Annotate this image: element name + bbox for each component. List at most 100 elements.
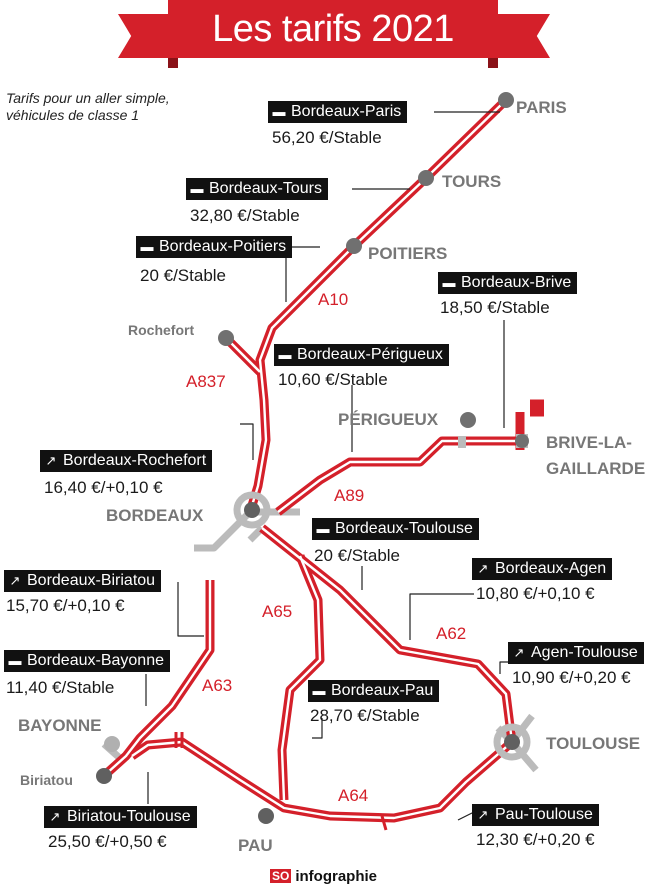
footer-text: infographie xyxy=(295,868,378,885)
city-label-biriatou: Biriatou xyxy=(20,772,73,788)
toulouse-marker xyxy=(504,734,520,750)
city-label-brive: BRIVE-LA-GAILLARDE xyxy=(546,433,646,478)
road-label-a65: A65 xyxy=(262,602,293,621)
city-label-bordeaux: BORDEAUX xyxy=(106,506,204,525)
highway-inner-lines xyxy=(105,99,522,820)
tariff-route: Bordeaux-Périgueux xyxy=(297,346,443,363)
city-label-perigueux: PÉRIGUEUX xyxy=(338,410,439,429)
biriatou-marker xyxy=(96,768,112,784)
bordeaux-ring xyxy=(233,491,271,529)
ribbon-fold-right xyxy=(488,58,498,68)
paris-marker xyxy=(498,92,514,108)
rising-arrow-icon: ↗ xyxy=(477,807,489,822)
tariff-tag-bordeaux-toulouse: ▬ Bordeaux-Toulouse xyxy=(312,518,479,540)
tariff-tag-agen-toulouse: ↗ Agen-Toulouse xyxy=(508,642,644,664)
road-label-a64: A64 xyxy=(338,786,369,805)
stable-icon: ▬ xyxy=(140,239,154,254)
city-label-pau: PAU xyxy=(238,836,273,855)
tariff-route: Agen-Toulouse xyxy=(531,644,638,661)
city-label-toulouse: TOULOUSE xyxy=(546,734,641,753)
rising-arrow-icon: ↗ xyxy=(45,453,57,468)
city-label-paris: PARIS xyxy=(516,98,567,117)
city-label-rochefort: Rochefort xyxy=(128,322,195,338)
tariff-tag-bordeaux-agen: ↗ Bordeaux-Agen xyxy=(472,558,613,580)
tariff-route: Bordeaux-Toulouse xyxy=(335,520,473,537)
tariff-route: Bordeaux-Brive xyxy=(461,274,572,291)
tariff-price-bordeaux-toulouse: 20 €/Stable xyxy=(314,546,401,565)
tariff-tag-pau-toulouse: ↗ Pau-Toulouse xyxy=(472,804,599,826)
toulouse-ring xyxy=(493,723,531,761)
tariff-route: Bordeaux-Pau xyxy=(331,682,434,699)
tariff-price-bordeaux-paris: 56,20 €/Stable xyxy=(272,128,382,147)
ribbon-fold-left xyxy=(168,58,178,68)
sud-ouest-logo: SO xyxy=(270,869,292,883)
bordeaux-marker xyxy=(244,502,260,518)
stable-icon: ▬ xyxy=(312,683,326,698)
tariff-price-biriatou-toulouse: 25,50 €/+0,50 € xyxy=(48,832,167,851)
stable-icon: ▬ xyxy=(278,347,292,362)
tariff-tag-bordeaux-bayonne: ▬ Bordeaux-Bayonne xyxy=(4,650,170,672)
road-label-a63: A63 xyxy=(202,676,233,695)
tariff-price-bordeaux-tours: 32,80 €/Stable xyxy=(190,206,300,225)
tariff-price-bordeaux-agen: 10,80 €/+0,10 € xyxy=(476,584,595,603)
tariff-price-bordeaux-pau: 28,70 €/Stable xyxy=(310,706,420,725)
poitiers-marker xyxy=(346,238,362,254)
road-label-a89: A89 xyxy=(334,486,365,505)
tariff-tag-bordeaux-tours: ▬ Bordeaux-Tours xyxy=(186,178,328,200)
leader-lines xyxy=(145,111,508,821)
rising-arrow-icon: ↗ xyxy=(477,561,489,576)
rising-arrow-icon: ↗ xyxy=(9,573,21,588)
road-label-a10: A10 xyxy=(318,290,349,309)
pau-marker xyxy=(258,808,274,824)
road-label-a62: A62 xyxy=(436,624,467,643)
perigueux-toll-marker xyxy=(458,436,466,448)
city-label-tours: TOURS xyxy=(442,172,502,191)
tariff-price-bordeaux-brive: 18,50 €/Stable xyxy=(440,298,550,317)
perigueux-marker xyxy=(460,412,476,428)
tours-marker xyxy=(418,170,434,186)
stable-icon: ▬ xyxy=(316,521,330,536)
rising-arrow-icon: ↗ xyxy=(49,809,61,824)
tariff-route: Biriatou-Toulouse xyxy=(67,808,191,825)
tariff-route: Bordeaux-Tours xyxy=(209,180,322,197)
brive-marker xyxy=(515,434,529,448)
tariff-tag-bordeaux-poitiers: ▬ Bordeaux-Poitiers xyxy=(136,236,293,258)
bayonne-marker xyxy=(104,736,120,752)
tariff-tag-bordeaux-perigueux: ▬ Bordeaux-Périgueux xyxy=(274,344,449,366)
tariff-price-bordeaux-rochefort: 16,40 €/+0,10 € xyxy=(44,478,163,497)
city-label-bayonne: BAYONNE xyxy=(18,716,102,735)
tariff-route: Bordeaux-Biriatou xyxy=(27,572,156,589)
rochefort-marker xyxy=(218,330,234,346)
tariff-route: Bordeaux-Paris xyxy=(291,103,402,120)
tariff-route: Pau-Toulouse xyxy=(495,806,593,823)
road-label-a837: A837 xyxy=(186,372,226,391)
tariff-route: Bordeaux-Bayonne xyxy=(27,652,164,669)
tariff-tag-bordeaux-rochefort: ↗ Bordeaux-Rochefort xyxy=(40,450,213,472)
rising-arrow-icon: ↗ xyxy=(513,645,525,660)
page-title: Les tarifs 2021 xyxy=(168,0,498,58)
a89-road xyxy=(275,436,522,516)
tariff-price-bordeaux-bayonne: 11,40 €/Stable xyxy=(6,678,115,697)
city-markers xyxy=(96,92,529,824)
city-label-poitiers: POITIERS xyxy=(368,244,448,263)
tariff-price-bordeaux-poitiers: 20 €/Stable xyxy=(140,266,227,285)
tariff-tag-bordeaux-paris: ▬ Bordeaux-Paris xyxy=(268,101,408,123)
tariff-route: Bordeaux-Rochefort xyxy=(63,452,207,469)
stable-icon: ▬ xyxy=(190,181,204,196)
tariff-tag-bordeaux-pau: ▬ Bordeaux-Pau xyxy=(308,680,440,702)
tariff-route: Bordeaux-Poitiers xyxy=(159,238,287,255)
stable-icon: ▬ xyxy=(272,104,286,119)
tariff-price-agen-toulouse: 10,90 €/+0,20 € xyxy=(512,668,631,687)
subtitle: Tarifs pour un aller simple, véhicules d… xyxy=(6,90,170,123)
tariff-tag-biriatou-toulouse: ↗ Biriatou-Toulouse xyxy=(44,806,197,828)
tariff-price-pau-toulouse: 12,30 €/+0,20 € xyxy=(476,830,595,849)
stable-icon: ▬ xyxy=(442,275,456,290)
tariff-tag-bordeaux-brive: ▬ Bordeaux-Brive xyxy=(438,272,578,294)
tariff-price-bordeaux-perigueux: 10,60 €/Stable xyxy=(278,370,388,389)
stable-icon: ▬ xyxy=(8,653,22,668)
tariff-tag-bordeaux-biriatou: ↗ Bordeaux-Biriatou xyxy=(4,570,162,592)
tariff-price-bordeaux-biriatou: 15,70 €/+0,10 € xyxy=(6,596,125,615)
tariff-route: Bordeaux-Agen xyxy=(495,560,607,577)
